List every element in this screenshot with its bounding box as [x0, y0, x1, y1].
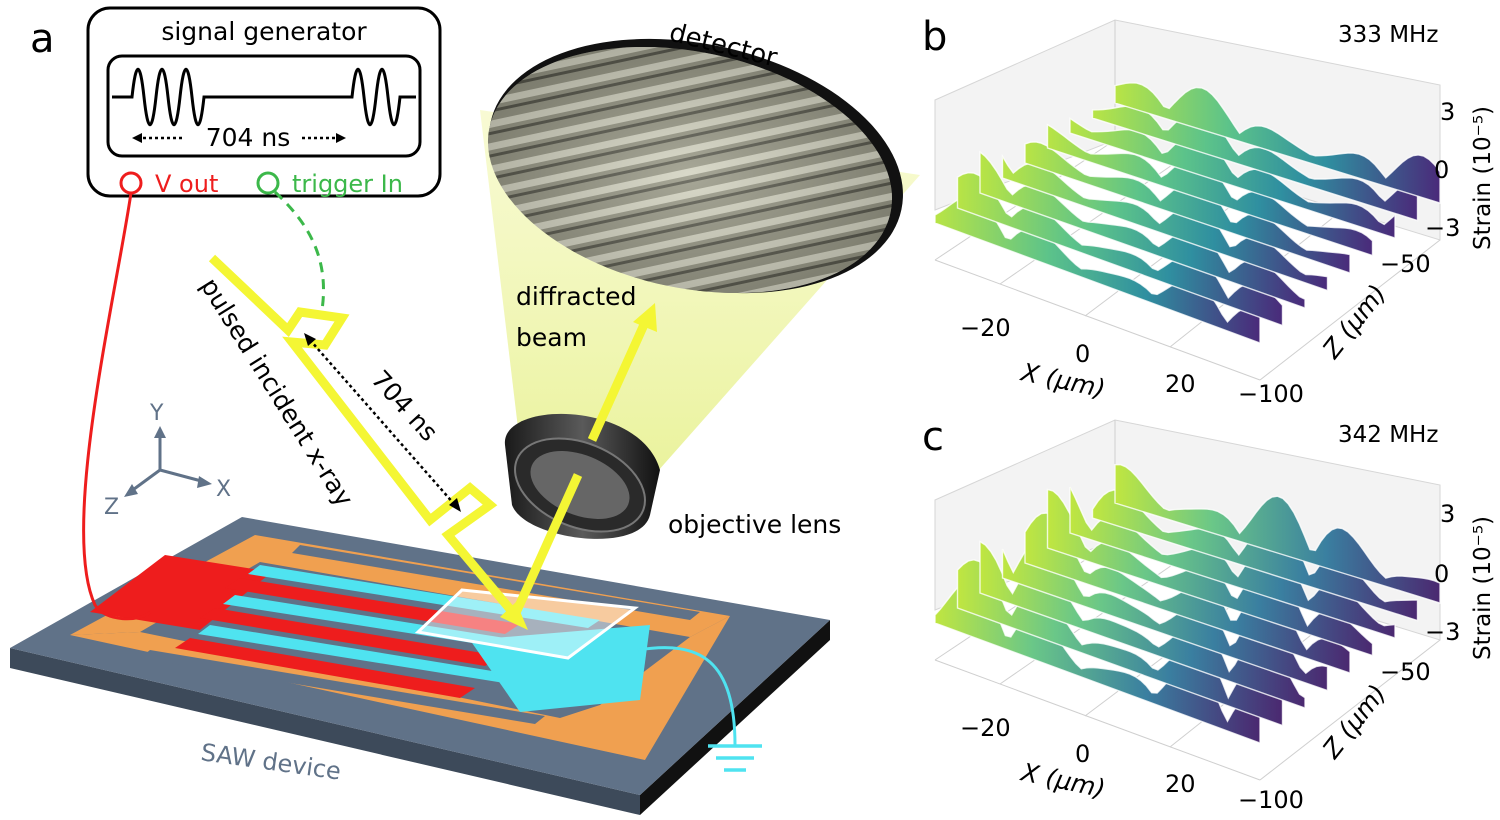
panel-c-zlabel: Strain (10⁻⁵): [1470, 516, 1496, 660]
panel-b-surface-ridge-9: [1114, 82, 1441, 204]
electrode-red-finger-2: [200, 608, 500, 666]
panel-b-xtick-3: 20: [1165, 370, 1196, 398]
electrode-gap-2: [140, 650, 545, 724]
xray-beam: [208, 254, 652, 618]
electrode-pad-orange-top: [70, 535, 730, 637]
trigger-wire: [273, 190, 325, 311]
incident-arrowhead-icon: [500, 602, 528, 630]
panel-b-frequency: 333 MHz: [1338, 22, 1438, 48]
panel-b-ytick-1: −50: [1380, 250, 1431, 278]
panel-c-ylabel: Z (μm): [1316, 679, 1392, 765]
axis-triad: [124, 426, 212, 497]
waveform-icon: [112, 68, 416, 126]
panel-c-letter: c: [922, 414, 944, 460]
trigger-in-label: trigger In: [292, 170, 403, 198]
axis-x-label: X: [216, 477, 231, 502]
signal-generator: signal generator 704 ns V out trigger In: [86, 6, 442, 198]
delay-label: 704 ns: [366, 365, 444, 447]
incident-xray-pulses: [208, 254, 519, 618]
saw-device-label: SAW device: [199, 738, 343, 785]
trigger-in-port: [256, 171, 280, 195]
ground-wire: [637, 646, 737, 746]
panel-c-ztick-1: 3: [1440, 500, 1455, 528]
panel-b-ytick-2: −100: [1238, 380, 1304, 408]
panel-b-ztick-1: 3: [1440, 98, 1455, 126]
electrode-red-finger-3: [175, 638, 475, 698]
waveform-frame: [106, 54, 422, 158]
panel-b-xtick-1: −20: [960, 314, 1011, 342]
diffracted-beam-path: [510, 473, 583, 617]
panel-b-surface-ridge-7: [1069, 117, 1396, 239]
panel-c-frequency: 342 MHz: [1338, 422, 1438, 448]
arrowhead-left-icon: [132, 133, 142, 143]
delay-arrow: [309, 339, 456, 506]
panel-b-zlabel: Strain (10⁻⁵): [1470, 106, 1496, 250]
objective-lens-label: objective lens: [668, 510, 841, 539]
panel-c-ytick-1: −50: [1380, 658, 1431, 686]
objective-lens-glass: [530, 451, 630, 519]
arrowhead-right-icon: [336, 133, 346, 143]
panel-b-ylabel: Z (μm): [1316, 279, 1392, 365]
panel-b-xtick-2: 0: [1075, 340, 1090, 368]
delay-arrowhead-bottom-icon: [449, 498, 461, 512]
v-out-label: V out: [155, 170, 218, 198]
v-out-port: [119, 171, 143, 195]
panel-b: b 333 MHz −20 0 20 X (μm) −50 −100 Z (μm…: [922, 14, 1496, 408]
panel-c-ztick-2: 0: [1434, 560, 1449, 588]
beam-footprint: [414, 588, 639, 660]
panel-a: a signal generator 704 ns V out trigger …: [10, 6, 920, 815]
axis-y-label: Y: [149, 401, 164, 426]
electrode-red-finger-1: [225, 578, 520, 634]
electrode-red-pad: [90, 555, 272, 630]
v-out-wire: [82, 192, 152, 621]
panel-c: c 342 MHz −20 0 20 X (μm) −50 −100 Z (μm…: [922, 414, 1496, 814]
panel-c-ztick-3: −3: [1425, 618, 1460, 646]
diffracted-beam-upper: [587, 316, 652, 442]
panel-c-surface-ridge-9: [1114, 463, 1441, 604]
panel-b-ztick-3: −3: [1425, 214, 1460, 242]
diffracted-beam-label-1: diffracted: [516, 282, 636, 311]
electrode-cyan-pad: [470, 625, 650, 712]
delay-arrowhead-top-icon: [304, 333, 316, 346]
panel-c-xtick-3: 20: [1165, 770, 1196, 798]
substrate-side-front: [10, 648, 640, 815]
electrode-cyan-finger-3: [198, 625, 560, 690]
diffracted-arrowhead-icon: [633, 303, 657, 332]
ground-icon: [708, 744, 762, 772]
panel-b-surface: [934, 82, 1441, 345]
electrode-gap-1: [292, 545, 700, 620]
panel-c-surface: [934, 463, 1441, 745]
panel-b-xlabel: X (μm): [1017, 357, 1108, 403]
panel-c-xtick-1: −20: [960, 714, 1011, 742]
panel-b-letter: b: [922, 14, 947, 60]
axis-z-label: Z: [104, 495, 119, 520]
objective-lens: [504, 413, 660, 539]
panel-c-xlabel: X (μm): [1017, 757, 1108, 803]
panel-a-letter: a: [30, 16, 55, 62]
panel-c-xtick-2: 0: [1075, 740, 1090, 768]
pulse-spacing-label: 704 ns: [206, 123, 291, 152]
signal-generator-title: signal generator: [161, 17, 367, 46]
panel-c-ytick-2: −100: [1238, 786, 1304, 814]
diffracted-beam-label-2: beam: [516, 323, 587, 352]
saw-device: SAW device: [10, 517, 830, 815]
panel-b-ztick-2: 0: [1434, 156, 1449, 184]
